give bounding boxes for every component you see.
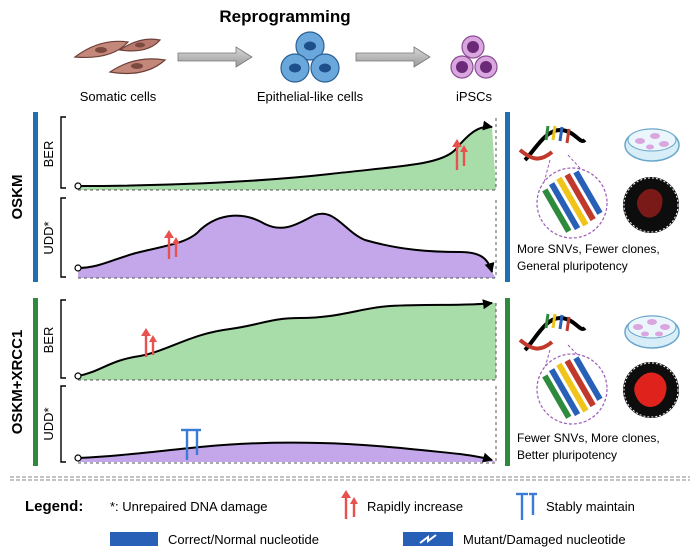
legend-item-normal: Correct/Normal nucleotide (168, 532, 319, 547)
xrcc1-group-label: OSKM+XRCC1 (9, 330, 26, 435)
ber-curve-1 (77, 120, 493, 187)
ber-track-label-1: BER (41, 141, 56, 168)
legend-stably-maintain-icon (516, 492, 537, 520)
epithelial-cells-icon (280, 31, 340, 83)
embryo-image-1 (623, 177, 679, 233)
ber-area-1 (78, 126, 496, 190)
oskm-outcome-line-1: More SNVs, Fewer clones, (517, 242, 660, 256)
legend-item-mutant: Mutant/Damaged nucleotide (463, 532, 626, 547)
udd-bracket-1 (60, 197, 66, 278)
legend-title: Legend: (25, 498, 83, 515)
udd-track-label-1: UDD* (41, 221, 56, 254)
ber-track-label-2: BER (41, 327, 56, 354)
oskm-outcome-line-2: General pluripotency (517, 259, 628, 273)
udd-curve-1 (77, 212, 495, 273)
diagram-title: Reprogramming (219, 7, 350, 26)
xrcc1-outcome-bar (505, 298, 510, 466)
legend-rapid-increase-icon (341, 490, 358, 519)
rapid-increase-icon-1 (452, 139, 468, 170)
dna-zoom-circle-1 (536, 167, 608, 239)
udd-track-label-2: UDD* (41, 407, 56, 440)
petri-dish-icon-1 (624, 128, 680, 162)
ber-bracket-1 (60, 116, 66, 189)
stage-label-epithelial: Epithelial-like cells (257, 89, 364, 104)
stage-label-somatic: Somatic cells (80, 89, 157, 104)
udd-bracket-2 (60, 385, 66, 463)
dna-zoom-circle-2 (536, 353, 608, 425)
oskm-group-bar (33, 112, 38, 282)
petri-dish-icon-2 (624, 315, 680, 349)
dna-helix-icon-1 (518, 125, 587, 162)
embryo-image-2 (623, 362, 679, 418)
xrcc1-outcome-line-2: Better pluripotency (517, 448, 617, 462)
udd-curve-2 (77, 441, 493, 463)
ber-area-2 (78, 303, 496, 380)
legend-item-unrepaired: *: Unrepaired DNA damage (110, 499, 268, 514)
udd-area-1 (78, 213, 496, 278)
ber-curve-2 (77, 299, 493, 377)
ipsc-cells-icon (450, 35, 498, 79)
rapid-increase-icon-3 (141, 328, 157, 357)
stably-maintain-icon-1 (181, 428, 201, 460)
xrcc1-group-bar (33, 298, 38, 466)
legend-item-rapid: Rapidly increase (367, 499, 463, 514)
stage-arrow-1 (177, 46, 253, 68)
stage-label-ipscs: iPSCs (456, 89, 493, 104)
rapid-increase-icon-2 (164, 230, 180, 259)
legend-mutant-nucleotide-swatch (403, 532, 453, 546)
oskm-group-label: OSKM (9, 175, 26, 220)
legend-item-maintain: Stably maintain (546, 499, 635, 514)
stage-arrow-2 (355, 46, 431, 68)
dna-helix-icon-2 (518, 313, 587, 352)
somatic-cells-icon (73, 38, 167, 75)
ber-bracket-2 (60, 299, 66, 379)
xrcc1-outcome-line-1: Fewer SNVs, More clones, (517, 431, 660, 445)
oskm-outcome-bar (505, 112, 510, 282)
legend-normal-nucleotide-swatch (110, 532, 158, 546)
